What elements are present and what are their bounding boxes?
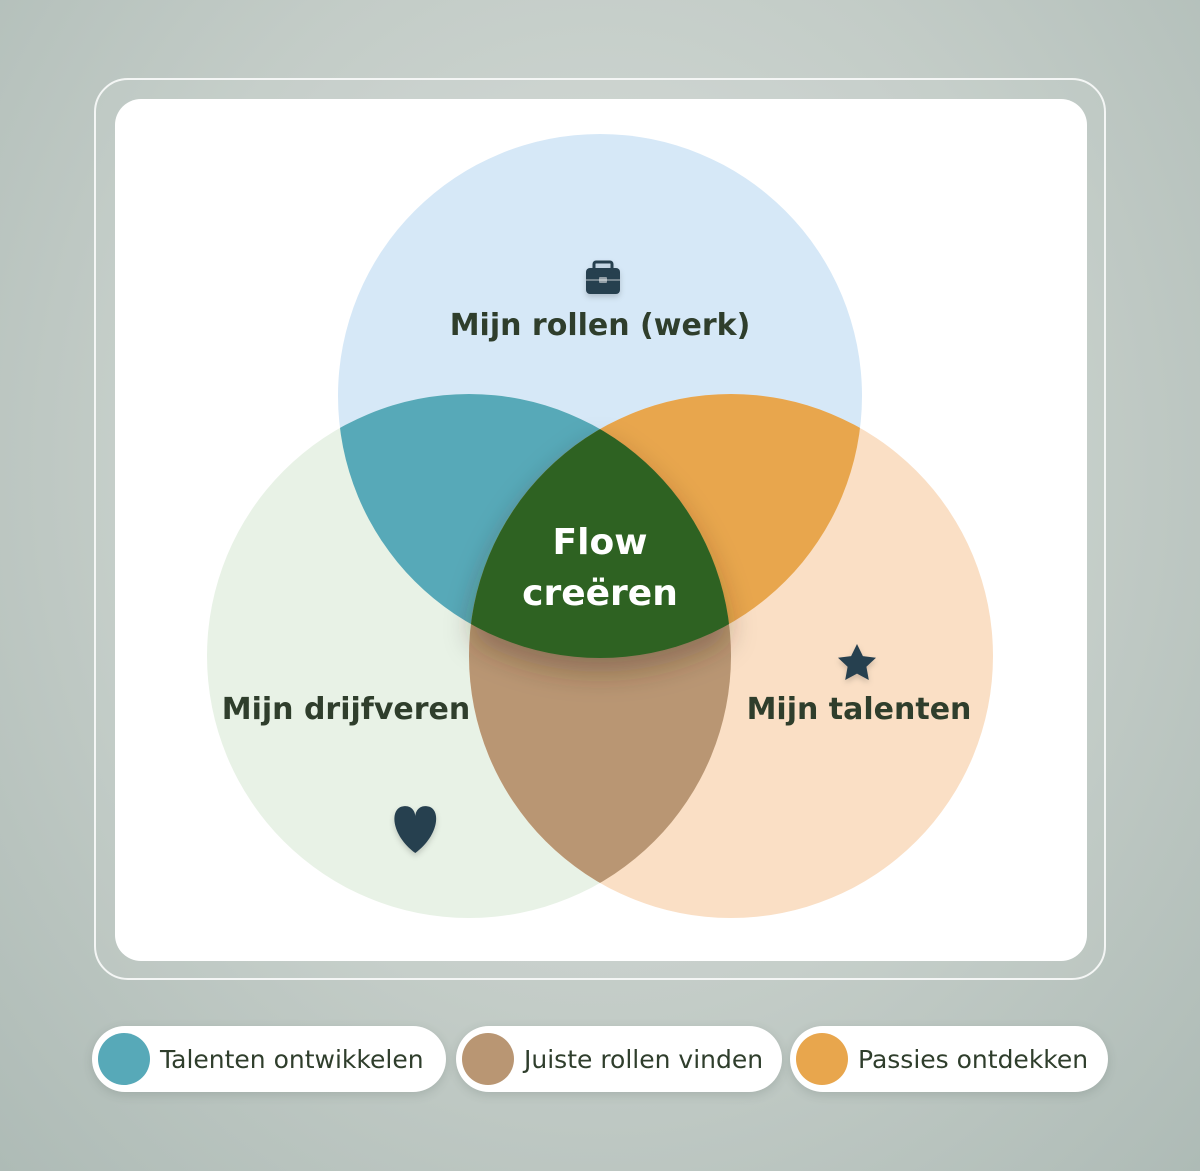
legend: Talenten ontwikkelen Juiste rollen vinde… <box>92 1026 1112 1092</box>
venn-card: Flow creëren Mijn rollen (werk) Mijn dri… <box>115 99 1087 961</box>
label-talenten: Mijn talenten <box>747 692 972 727</box>
overlap-center <box>469 394 731 658</box>
legend-item-talenten-ontwikkelen: Talenten ontwikkelen <box>92 1026 446 1092</box>
legend-item-juiste-rollen-vinden: Juiste rollen vinden <box>456 1026 782 1092</box>
label-rollen: Mijn rollen (werk) <box>450 308 751 343</box>
venn-diagram: Flow creëren Mijn rollen (werk) Mijn dri… <box>207 134 993 918</box>
legend-label: Juiste rollen vinden <box>524 1044 764 1074</box>
legend-swatch <box>98 1033 150 1085</box>
legend-item-passies-ontdekken: Passies ontdekken <box>790 1026 1108 1092</box>
legend-swatch <box>462 1033 514 1085</box>
briefcase-icon <box>586 260 620 294</box>
label-drijfveren: Mijn drijfveren <box>222 692 471 727</box>
legend-swatch <box>796 1033 848 1085</box>
legend-label: Talenten ontwikkelen <box>160 1044 424 1074</box>
center-label-line1: Flow <box>553 522 648 563</box>
heart-icon <box>394 806 437 854</box>
center-label-line2: creëren <box>522 573 678 614</box>
legend-label: Passies ontdekken <box>858 1044 1089 1074</box>
star-icon <box>838 644 876 680</box>
